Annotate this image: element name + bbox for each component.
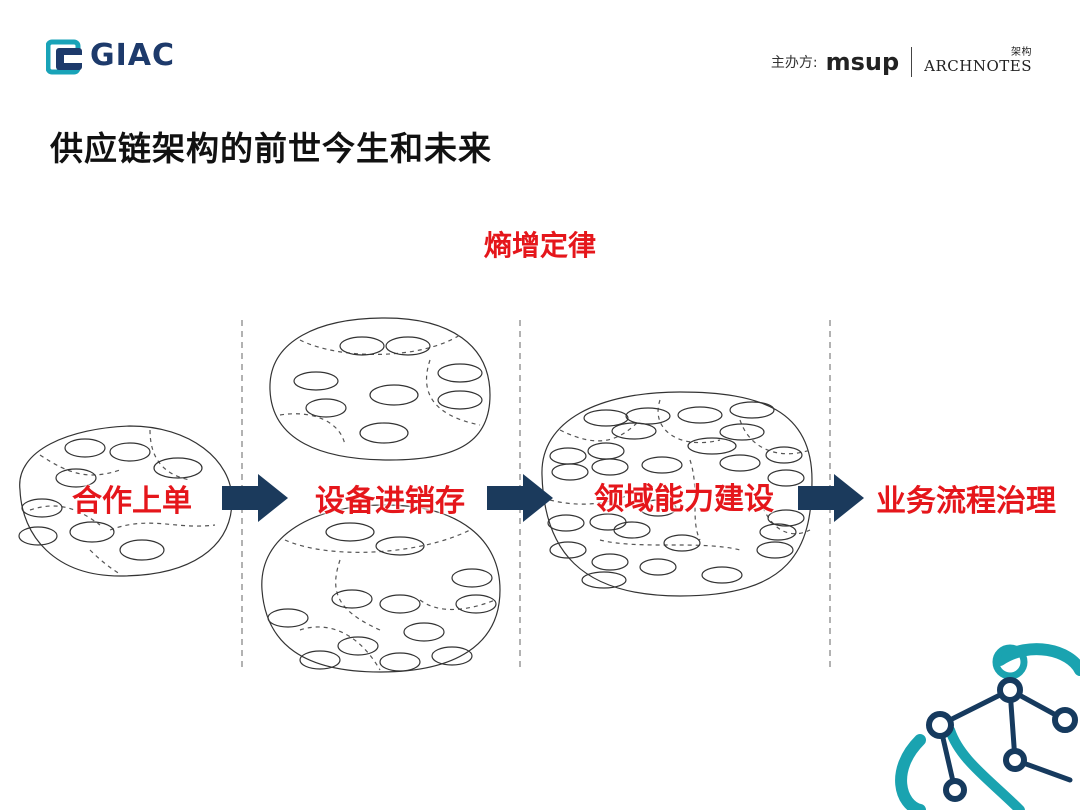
- archnotes-label: ARCHNOTES: [924, 57, 1032, 75]
- right-arrow-icon: [798, 474, 864, 522]
- msup-logo: msup: [825, 48, 900, 76]
- stage-label-3: 领域能力建设: [594, 482, 774, 517]
- giac-logo: GIAC: [46, 36, 186, 78]
- archnotes-logo: 架构 ARCHNOTES: [924, 47, 1032, 75]
- archnotes-cn-label: 架构: [1011, 47, 1032, 58]
- concept-title: 熵增定律: [483, 229, 596, 262]
- organizer-block: 主办方: msup 架构 ARCHNOTES: [771, 44, 1032, 80]
- stage-label-1: 合作上单: [72, 484, 192, 519]
- domain-blob-3: [541, 391, 813, 597]
- logo-text: GIAC: [90, 38, 176, 73]
- organizer-label: 主办方:: [770, 55, 818, 71]
- right-arrow-icon: [222, 474, 288, 522]
- molecule-decoration-icon: [895, 643, 1080, 810]
- stage-label-4: 业务流程治理: [876, 484, 1056, 519]
- page-title: 供应链架构的前世今生和未来: [50, 129, 492, 168]
- domain-blob-2a: [269, 317, 491, 461]
- logo-icon: [46, 39, 82, 75]
- organizer-divider: [911, 47, 913, 77]
- architecture-evolution-diagram: [18, 317, 831, 673]
- right-arrow-icon: [487, 474, 553, 522]
- domain-blob-2b: [261, 504, 501, 673]
- stage-label-2: 设备进销存: [315, 484, 465, 519]
